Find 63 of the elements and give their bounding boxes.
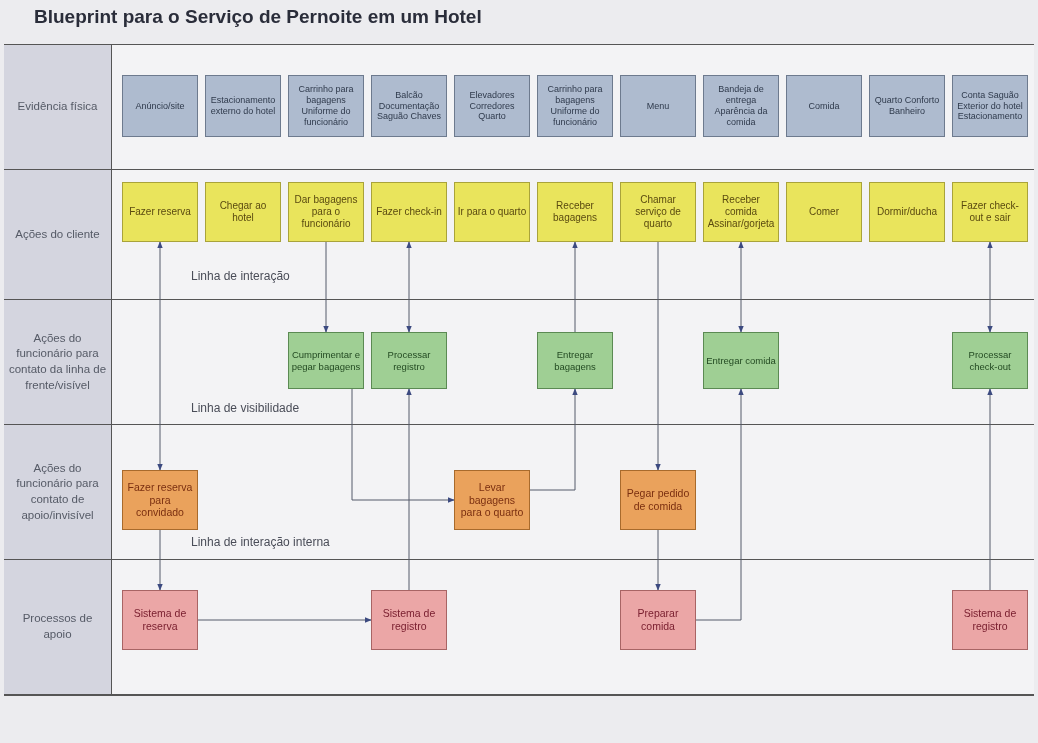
lane-header: Ações do funcionário para contato de apoio/invisível <box>4 425 112 559</box>
connector-arrow <box>572 241 578 333</box>
connector-arrow <box>157 241 163 471</box>
front-box: Cumprimentar e pegar bagagens <box>288 332 364 389</box>
connector-arrow <box>406 388 412 591</box>
connector-arrow <box>197 617 372 623</box>
connector-arrow <box>157 529 163 591</box>
line-label: Linha de visibilidade <box>189 401 302 415</box>
front-box: Processar check-out <box>952 332 1028 389</box>
swimlane <box>4 170 1034 300</box>
swimlane <box>4 45 1034 170</box>
customer-box: Dormir/ducha <box>869 182 945 242</box>
front-box: Entregar comida <box>703 332 779 389</box>
connector-arrow <box>738 241 744 333</box>
back-box: Fazer reserva para convidado <box>122 470 198 530</box>
customer-box: Fazer check-out e sair <box>952 182 1028 242</box>
diagram-title: Blueprint para o Serviço de Pernoite em um Hotel <box>34 6 482 28</box>
connector-arrow <box>529 388 578 491</box>
evidence-box: Quarto Conforto Banheiro <box>869 75 945 137</box>
customer-box: Dar bagagens para o funcionário <box>288 182 364 242</box>
evidence-box: Anúncio/site <box>122 75 198 137</box>
customer-box: Chegar ao hotel <box>205 182 281 242</box>
evidence-box: Balcão Documentação Saguão Chaves <box>371 75 447 137</box>
evidence-box: Comida <box>786 75 862 137</box>
evidence-box: Carrinho para bagagens Uniforme do funcionário <box>537 75 613 137</box>
connector-arrow <box>655 529 661 591</box>
customer-box: Ir para o quarto <box>454 182 530 242</box>
evidence-box: Conta Saguão Exterior do hotel Estacionamento <box>952 75 1028 137</box>
back-box: Pegar pedido de comida <box>620 470 696 530</box>
front-box: Processar registro <box>371 332 447 389</box>
line-label: Linha de interação interna <box>189 535 332 549</box>
support-box: Sistema de registro <box>371 590 447 650</box>
customer-box: Fazer check-in <box>371 182 447 242</box>
lane-header: Ações do cliente <box>4 170 112 299</box>
lane-header: Processos de apoio <box>4 560 112 694</box>
swimlane <box>4 560 1034 695</box>
support-box: Preparar comida <box>620 590 696 650</box>
evidence-box: Carrinho para bagagens Uniforme do funcionário <box>288 75 364 137</box>
customer-box: Chamar serviço de quarto <box>620 182 696 242</box>
line-label: Linha de interação <box>189 269 292 283</box>
customer-box: Receber comida Assinar/gorjeta <box>703 182 779 242</box>
connector-arrow <box>323 241 329 333</box>
front-box: Entregar bagagens <box>537 332 613 389</box>
connector-arrow <box>695 388 744 621</box>
evidence-box: Estacionamento externo do hotel <box>205 75 281 137</box>
connector-arrow <box>351 388 455 503</box>
customer-box: Receber bagagens <box>537 182 613 242</box>
swimlane <box>4 425 1034 560</box>
connector-arrow <box>406 241 412 333</box>
swimlane <box>4 300 1034 425</box>
connector-arrow <box>655 241 661 471</box>
evidence-box: Menu <box>620 75 696 137</box>
evidence-box: Elevadores Corredores Quarto <box>454 75 530 137</box>
connector-arrow <box>987 388 993 591</box>
customer-box: Comer <box>786 182 862 242</box>
lane-header: Ações do funcionário para contato da linha de frente/visível <box>4 300 112 424</box>
back-box: Levar bagagens para o quarto <box>454 470 530 530</box>
evidence-box: Bandeja de entrega Aparência da comida <box>703 75 779 137</box>
customer-box: Fazer reserva <box>122 182 198 242</box>
connector-arrow <box>987 241 993 333</box>
support-box: Sistema de reserva <box>122 590 198 650</box>
support-box: Sistema de registro <box>952 590 1028 650</box>
lane-header: Evidência física <box>4 45 112 169</box>
